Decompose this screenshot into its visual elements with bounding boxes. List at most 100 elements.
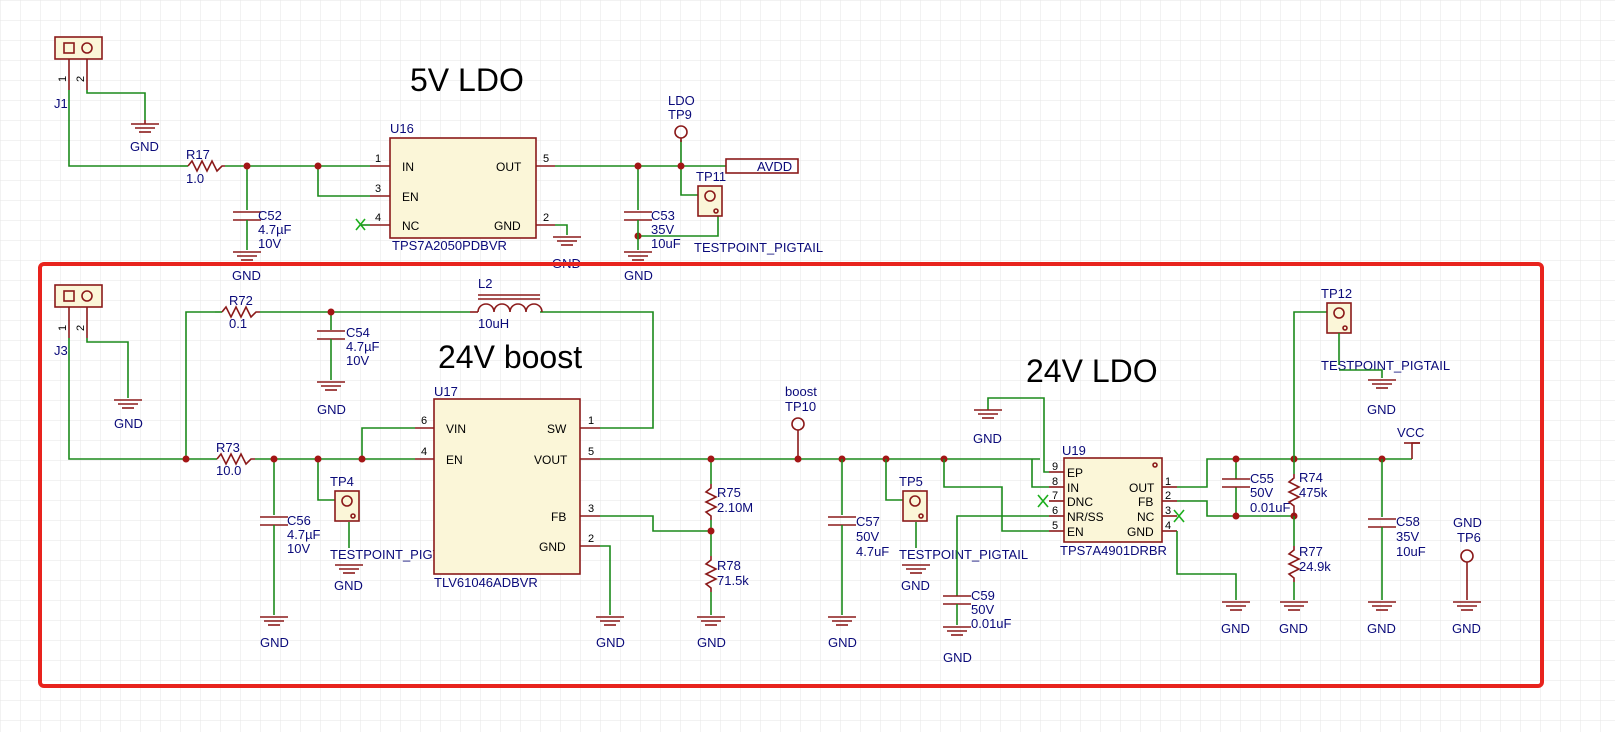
gnd-label: GND bbox=[260, 635, 289, 650]
u19-ref: U19 bbox=[1062, 443, 1086, 458]
r77-value: 24.9k bbox=[1299, 559, 1331, 574]
testpoint-tp4[interactable]: TP4 TESTPOINT_PIGTAIL bbox=[330, 474, 459, 562]
ic-u16[interactable]: U16 1 3 4 5 2 IN EN NC OUT GND TPS7A2050… bbox=[370, 121, 555, 253]
u16-pin-nc: NC bbox=[402, 219, 420, 233]
gnd-label: GND bbox=[901, 578, 930, 593]
r72-ref: R72 bbox=[229, 293, 253, 308]
gnd-label: GND bbox=[232, 268, 261, 283]
c52-v1: 4.7µF bbox=[258, 222, 292, 237]
ic-u19[interactable]: U19 9 8 7 6 5 1 2 3 4 EP IN DNC NR/SS EN… bbox=[1049, 443, 1177, 558]
ic-u17[interactable]: U17 6 4 1 5 3 2 VIN EN SW VOUT FB GND TL… bbox=[415, 384, 600, 590]
u16-pin-num-out: 5 bbox=[543, 153, 549, 165]
power-symbol-vcc[interactable]: VCC bbox=[1397, 425, 1424, 459]
connector-j1[interactable]: 1 2 J1 bbox=[54, 36, 103, 111]
u19-pin-num-fb: 2 bbox=[1165, 490, 1171, 502]
gnd-label: GND bbox=[624, 268, 653, 283]
gnd-label: GND bbox=[943, 650, 972, 665]
u16-pin-num-nc: 4 bbox=[375, 212, 381, 224]
capacitor-c59[interactable]: C59 50V 0.01uF bbox=[943, 588, 1012, 631]
u17-pin-num-en: 4 bbox=[421, 446, 427, 458]
capacitor-c58[interactable]: C58 35V 10uF bbox=[1368, 514, 1426, 600]
title-5v-ldo: 5V LDO bbox=[410, 62, 524, 98]
u19-pin-in: IN bbox=[1067, 481, 1079, 495]
u19-pin-fb: FB bbox=[1138, 495, 1153, 509]
gnd-symbol: GND bbox=[232, 251, 261, 283]
u19-pin-nrss: NR/SS bbox=[1067, 510, 1104, 524]
u19-pin-en: EN bbox=[1067, 525, 1084, 539]
gnd-label: GND bbox=[1452, 621, 1481, 636]
c59-ref: C59 bbox=[971, 588, 995, 603]
c59-v1: 50V bbox=[971, 602, 994, 617]
l2-ref: L2 bbox=[478, 276, 492, 291]
u19-pin-nc: NC bbox=[1137, 510, 1155, 524]
gnd-symbol: GND bbox=[260, 616, 289, 650]
j1-ref: J1 bbox=[54, 96, 68, 111]
capacitor-c54[interactable]: C54 4.7µF 10V bbox=[317, 325, 380, 380]
resistor-r17[interactable]: R17 1.0 bbox=[180, 147, 225, 186]
gnd-symbol: GND bbox=[901, 564, 930, 593]
gnd-symbol: GND bbox=[317, 381, 346, 417]
u17-pin-sw: SW bbox=[547, 422, 567, 436]
j3-ref: J3 bbox=[54, 343, 68, 358]
inductor-l2[interactable]: L2 10uH bbox=[470, 276, 543, 331]
r74-ref: R74 bbox=[1299, 470, 1323, 485]
u16-ref: U16 bbox=[390, 121, 414, 136]
capacitor-c53[interactable]: C53 35V 10uF bbox=[624, 208, 681, 251]
gnd-label: GND bbox=[973, 431, 1002, 446]
net-label-avdd[interactable]: AVDD bbox=[725, 158, 799, 174]
u17-pin-en: EN bbox=[446, 453, 463, 467]
resistor-r75[interactable]: R75 2.10M bbox=[704, 484, 753, 520]
u19-pin-dnc: DNC bbox=[1067, 495, 1093, 509]
u16-pin-out: OUT bbox=[496, 160, 522, 174]
testpoint-tp10[interactable]: boost TP10 bbox=[785, 384, 817, 459]
tp6-net: GND bbox=[1453, 515, 1482, 530]
u17-pin-fb: FB bbox=[551, 510, 566, 524]
connector-j3[interactable]: 1 2 J3 bbox=[54, 284, 103, 358]
u16-pin-num-en: 3 bbox=[375, 183, 381, 195]
c58-v1: 35V bbox=[1396, 529, 1419, 544]
gnd-label: GND bbox=[1221, 621, 1250, 636]
u17-pin-gnd: GND bbox=[539, 540, 566, 554]
gnd-symbol: GND bbox=[1221, 601, 1250, 636]
u17-pin-num-gnd: 2 bbox=[588, 533, 594, 545]
testpoint-tp9[interactable]: LDO TP9 bbox=[668, 93, 695, 142]
resistor-r78[interactable]: R78 71.5k bbox=[704, 556, 749, 592]
gnd-label: GND bbox=[1367, 621, 1396, 636]
c53-ref: C53 bbox=[651, 208, 675, 223]
r17-ref: R17 bbox=[186, 147, 210, 162]
gnd-symbol: GND bbox=[624, 251, 653, 283]
gnd-symbol: GND bbox=[1279, 601, 1308, 636]
c57-v1: 50V bbox=[856, 529, 879, 544]
resistor-r73[interactable]: R73 10.0 bbox=[210, 440, 255, 478]
gnd-label: GND bbox=[828, 635, 857, 650]
c53-v2: 10uF bbox=[651, 236, 681, 251]
u19-pin-num-out: 1 bbox=[1165, 476, 1171, 488]
tp10-ref: TP10 bbox=[785, 399, 816, 414]
gnd-symbol: GND bbox=[973, 409, 1002, 446]
testpoint-tp5[interactable]: TP5 TESTPOINT_PIGTAIL bbox=[899, 474, 1028, 562]
c55-ref: C55 bbox=[1250, 471, 1274, 486]
gnd-label: GND bbox=[697, 635, 726, 650]
resistor-r77[interactable]: R77 24.9k bbox=[1287, 544, 1331, 582]
capacitor-c56[interactable]: C56 4.7µF 10V bbox=[260, 513, 321, 615]
capacitor-c52[interactable]: C52 4.7µF 10V bbox=[233, 208, 292, 251]
testpoint-tp6[interactable]: GND TP6 bbox=[1453, 515, 1482, 600]
section-5v-ldo: 1 2 J1 GND bbox=[54, 36, 823, 283]
capacitor-c55[interactable]: C55 50V 0.01uF bbox=[1222, 471, 1291, 515]
r78-ref: R78 bbox=[717, 558, 741, 573]
j1-pin1-label: 1 bbox=[57, 76, 69, 82]
testpoint-tp11[interactable]: TP11 TESTPOINT_PIGTAIL bbox=[694, 169, 823, 255]
u19-pin-ep: EP bbox=[1067, 466, 1083, 480]
tp5-ref: TP5 bbox=[899, 474, 923, 489]
resistor-r74[interactable]: R74 475k bbox=[1287, 470, 1328, 516]
capacitor-c57[interactable]: C57 50V 4.7uF bbox=[828, 514, 889, 615]
r72-value: 0.1 bbox=[229, 316, 247, 331]
tp12-ref: TP12 bbox=[1321, 286, 1352, 301]
resistor-r72[interactable]: R72 0.1 bbox=[215, 293, 260, 331]
c53-v1: 35V bbox=[651, 222, 674, 237]
r75-value: 2.10M bbox=[717, 500, 753, 515]
u19-pin-num-dnc: 7 bbox=[1052, 490, 1058, 502]
tp11-part: TESTPOINT_PIGTAIL bbox=[694, 240, 823, 255]
gnd-label: GND bbox=[334, 578, 363, 593]
title-24v-boost: 24V boost bbox=[438, 339, 582, 375]
